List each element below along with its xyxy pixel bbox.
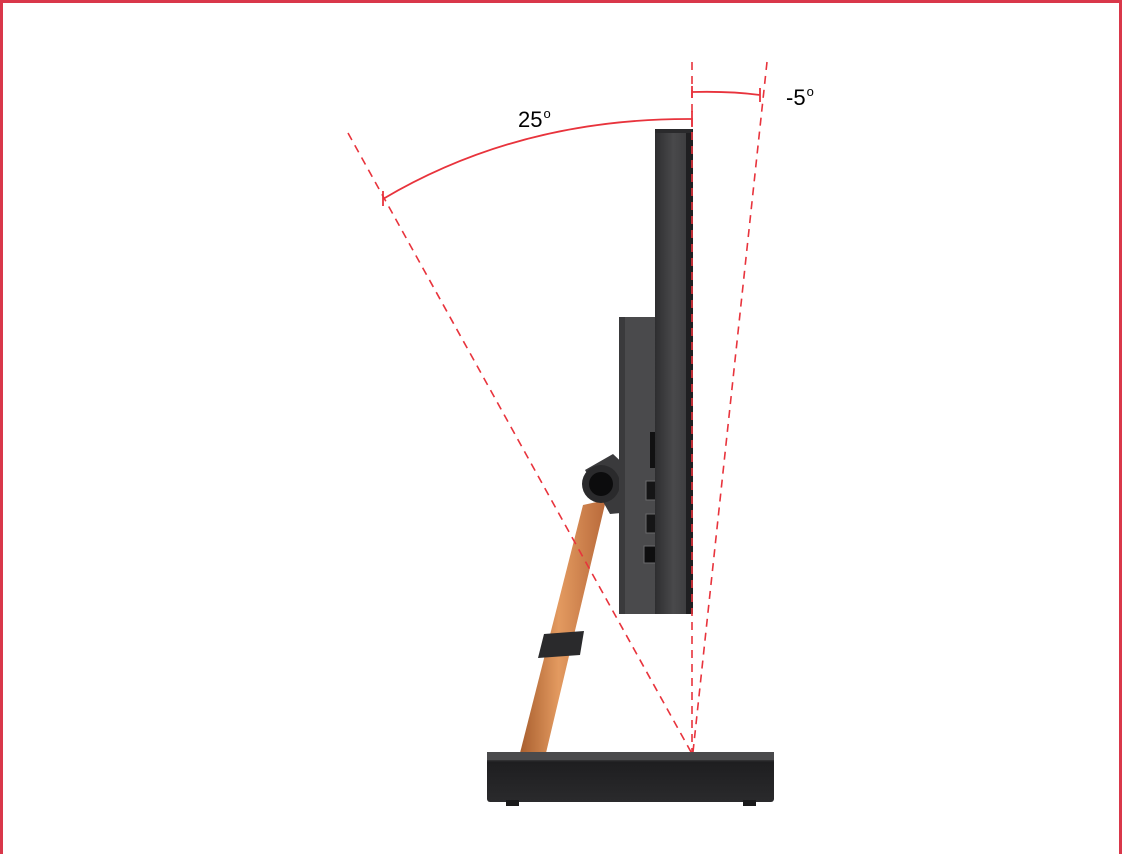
- forward-tilt-label: -5o: [786, 84, 814, 111]
- degree-symbol: o: [543, 106, 550, 121]
- degree-symbol: o: [807, 84, 814, 99]
- forward-angle-arc: [692, 92, 760, 95]
- backward-tilt-value: 25: [518, 107, 542, 132]
- backward-tilt-label: 25o: [518, 106, 551, 133]
- forward-tilt-value: -5: [786, 85, 806, 110]
- base-foot: [506, 800, 519, 806]
- monitor-panel: [655, 129, 693, 614]
- angle-arcs: [383, 86, 760, 206]
- stand-base: [487, 752, 774, 806]
- base-foot: [743, 800, 756, 806]
- forward-tilt-line: [693, 62, 767, 752]
- arm-clip: [538, 631, 584, 658]
- card-slot-port: [650, 432, 655, 468]
- stand-arm: [520, 500, 606, 753]
